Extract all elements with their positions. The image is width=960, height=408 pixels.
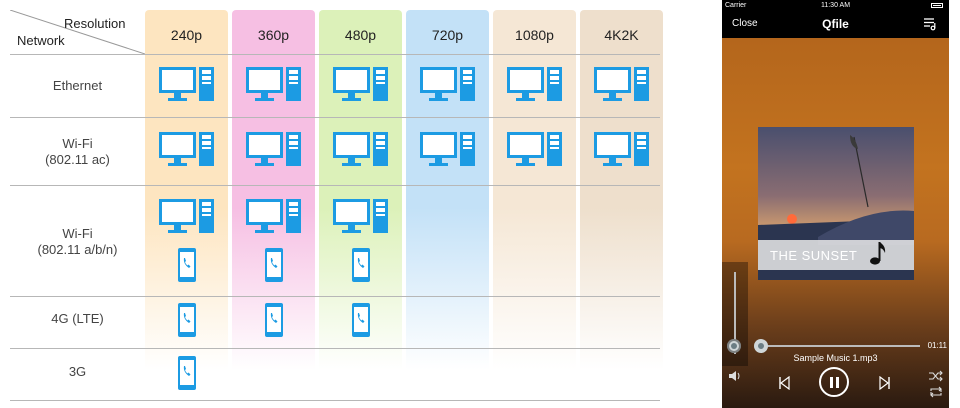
desktop-computer-icon bbox=[419, 130, 475, 173]
progress-track[interactable] bbox=[762, 345, 920, 347]
speaker-icon[interactable] bbox=[728, 370, 742, 382]
row-label: 4G (LTE) bbox=[51, 311, 104, 326]
smartphone-icon bbox=[177, 355, 197, 396]
column-header: 720p bbox=[431, 27, 464, 43]
track-name: Sample Music 1.mp3 bbox=[793, 353, 878, 363]
column-header: 360p bbox=[257, 27, 290, 43]
status-bar: Carrier 11:30 AM bbox=[722, 0, 949, 11]
desktop-computer-icon bbox=[158, 65, 214, 108]
nav-bar: Close Qfile bbox=[722, 11, 949, 38]
smartphone-icon bbox=[351, 247, 371, 288]
network-header: Network bbox=[17, 33, 65, 48]
music-note-icon bbox=[870, 242, 886, 265]
progress-slider-knob[interactable] bbox=[754, 339, 768, 353]
corner-diagonal bbox=[10, 10, 145, 54]
column-header: 480p bbox=[344, 27, 377, 43]
compatibility-table: Resolution Network 240p 360p 480p 720p 1080p… bbox=[10, 10, 663, 401]
playlist-icon[interactable] bbox=[923, 17, 937, 31]
row-divider bbox=[10, 185, 660, 186]
status-time: 11:30 AM bbox=[820, 2, 851, 9]
column-header: 4K2K bbox=[604, 27, 639, 43]
column-header: 240p bbox=[170, 27, 203, 43]
app-title: Qfile bbox=[822, 17, 849, 31]
album-art: THE SUNSET bbox=[758, 127, 914, 280]
row-label: 3G bbox=[68, 364, 87, 379]
smartphone-icon bbox=[264, 247, 284, 288]
row-divider bbox=[10, 54, 660, 55]
album-title: THE SUNSET bbox=[770, 248, 858, 263]
desktop-computer-icon bbox=[506, 65, 562, 108]
column-highlight-4 bbox=[406, 10, 489, 370]
row-divider bbox=[10, 117, 660, 118]
desktop-computer-icon bbox=[245, 130, 301, 173]
desktop-computer-icon bbox=[332, 130, 388, 173]
row-label: Wi-Fi (802.11 ac) bbox=[45, 136, 110, 167]
repeat-icon[interactable] bbox=[928, 386, 944, 398]
desktop-computer-icon bbox=[158, 197, 214, 240]
column-highlight-6 bbox=[580, 10, 663, 370]
desktop-computer-icon bbox=[593, 130, 649, 173]
column-header: 1080p bbox=[515, 27, 554, 43]
desktop-computer-icon bbox=[245, 65, 301, 108]
desktop-computer-icon bbox=[332, 197, 388, 240]
row-label: Ethernet bbox=[52, 78, 103, 93]
row-divider bbox=[10, 348, 660, 349]
volume-panel bbox=[722, 262, 748, 366]
next-track-icon[interactable] bbox=[879, 376, 891, 390]
row-divider bbox=[10, 400, 660, 401]
desktop-computer-icon bbox=[593, 65, 649, 108]
desktop-computer-icon bbox=[245, 197, 301, 240]
desktop-computer-icon bbox=[506, 130, 562, 173]
pause-icon[interactable] bbox=[819, 367, 849, 397]
volume-track[interactable] bbox=[734, 272, 736, 354]
desktop-computer-icon bbox=[158, 130, 214, 173]
smartphone-icon bbox=[264, 302, 284, 343]
battery-icon bbox=[931, 3, 943, 8]
track-duration: 01:11 bbox=[927, 341, 947, 350]
row-label: Wi-Fi (802.11 a/b/n) bbox=[37, 226, 118, 257]
column-highlight-5 bbox=[493, 10, 576, 370]
previous-track-icon[interactable] bbox=[778, 376, 790, 390]
smartphone-icon bbox=[177, 247, 197, 288]
desktop-computer-icon bbox=[332, 65, 388, 108]
smartphone-icon bbox=[351, 302, 371, 343]
sunset-artwork bbox=[758, 127, 914, 280]
carrier-label: Carrier bbox=[725, 2, 747, 9]
close-button[interactable]: Close bbox=[732, 18, 758, 29]
desktop-computer-icon bbox=[419, 65, 475, 108]
row-divider bbox=[10, 296, 660, 297]
resolution-header: Resolution bbox=[64, 16, 126, 31]
smartphone-icon bbox=[177, 302, 197, 343]
shuffle-icon[interactable] bbox=[928, 370, 944, 382]
volume-slider-knob[interactable] bbox=[727, 339, 741, 353]
phone-player-screen: Carrier 11:30 AM Close Qfile bbox=[722, 0, 949, 408]
